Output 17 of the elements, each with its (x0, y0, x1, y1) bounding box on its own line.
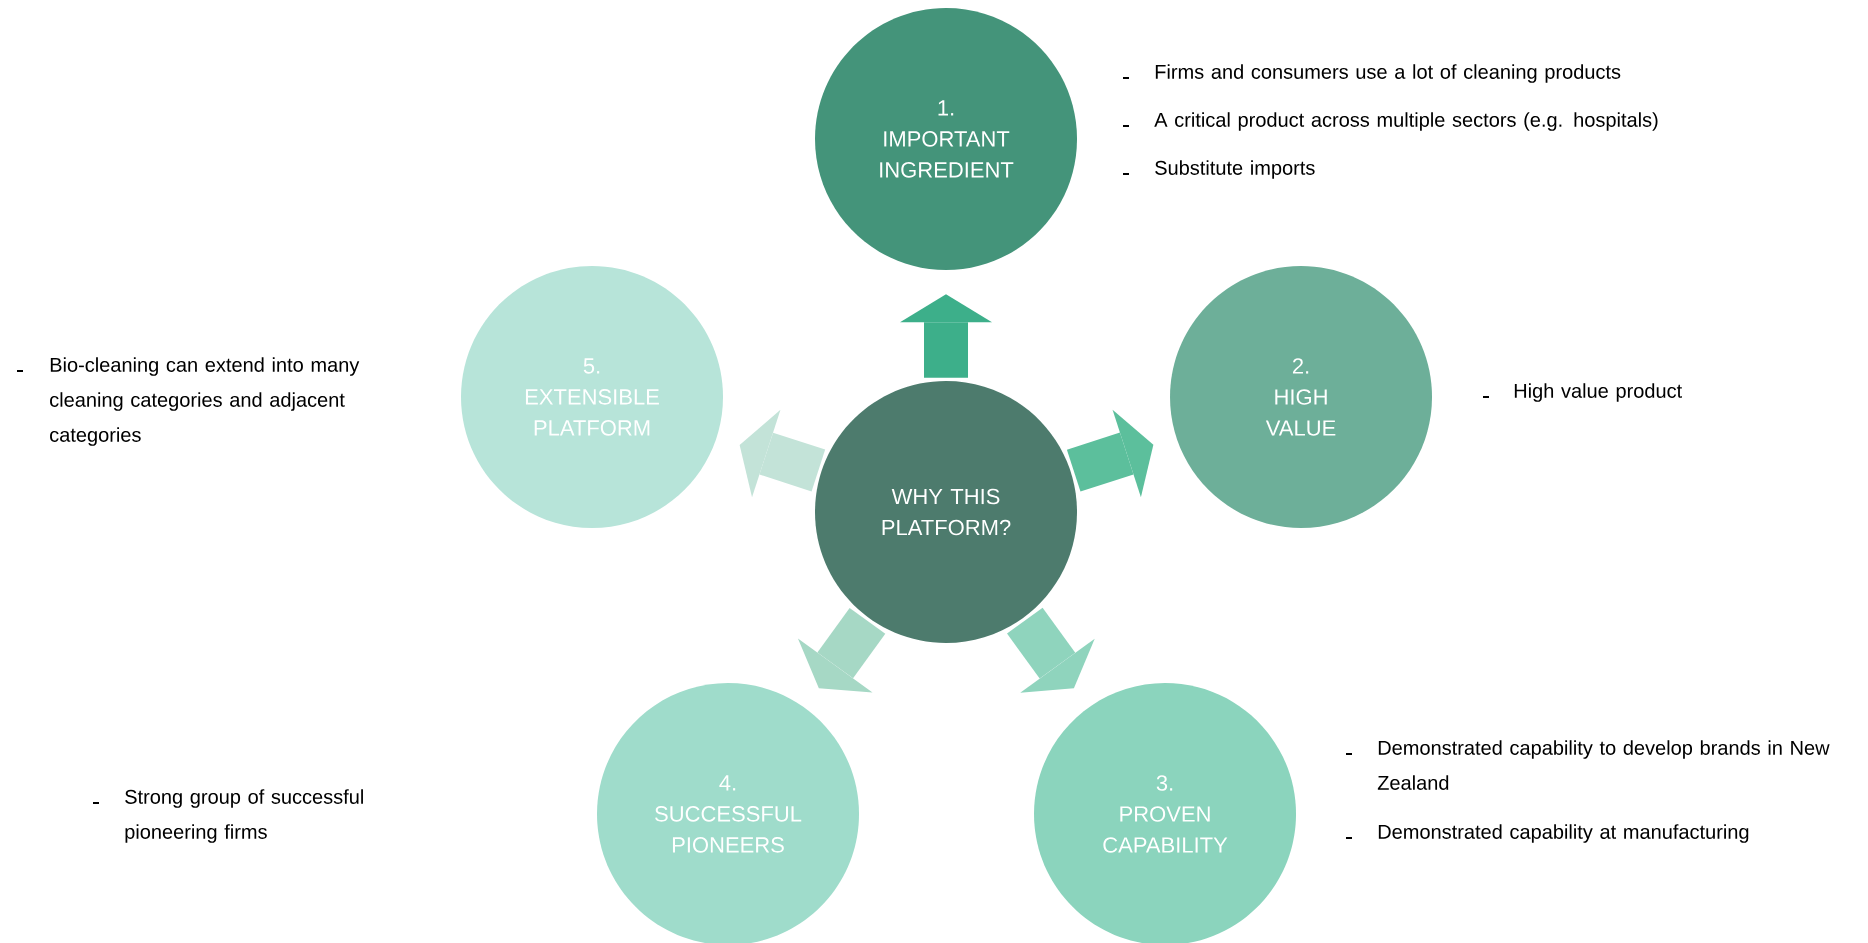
block-arrow (739, 409, 826, 498)
bullet-text: Strong group of successful pioneering firms (125, 789, 363, 843)
circle-node: 2. HIGH VALUE (1170, 266, 1432, 528)
bullet-text: Bio-cleaning can extend into many cleaning categories and adjacent categories (50, 357, 360, 446)
circle-node: WHY THIS PLATFORM? (815, 381, 1077, 643)
block-arrow (900, 294, 992, 378)
circle-node: 1. IMPORTANT INGREDIENT (815, 8, 1077, 270)
bullet-text: Firms and consumers use a lot of cleaning products (1155, 64, 1621, 83)
bullet-text: Demonstrated capability to develop brands in New Zealand (1377, 740, 1830, 790)
block-arrow (1066, 409, 1154, 498)
bullet-text: Substitute imports (1155, 160, 1315, 179)
bullet-text: High value product (1514, 383, 1682, 402)
bullet-text: A critical product across multiple sectors (e.g. hospitals) (1154, 112, 1658, 131)
circle-node: 5. EXTENSIBLE PLATFORM (461, 266, 723, 528)
bullet-text: Demonstrated capability at manufacturing (1378, 824, 1749, 843)
block-arrow (1007, 607, 1095, 693)
block-arrow (797, 607, 886, 693)
